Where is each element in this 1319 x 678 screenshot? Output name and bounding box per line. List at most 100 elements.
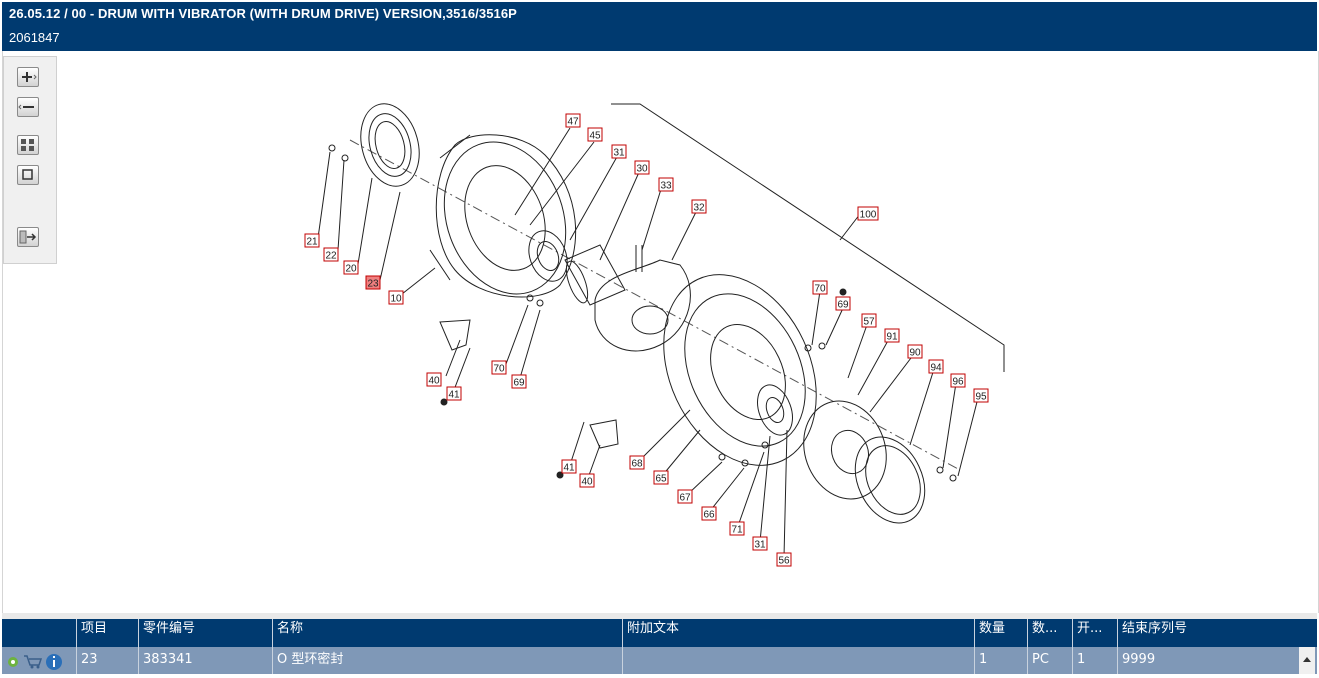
callout-56[interactable]: 56 bbox=[776, 552, 792, 567]
callout-33[interactable]: 33 bbox=[658, 177, 674, 192]
fit-all-button[interactable] bbox=[17, 135, 39, 155]
callout-41[interactable]: 41 bbox=[446, 386, 462, 401]
svg-text:95: 95 bbox=[975, 392, 987, 403]
svg-text:21: 21 bbox=[306, 237, 318, 248]
svg-text:45: 45 bbox=[589, 131, 601, 142]
drawing-viewer[interactable] bbox=[2, 51, 1319, 613]
zoom-out-button[interactable] bbox=[17, 97, 39, 117]
svg-text:68: 68 bbox=[631, 459, 643, 470]
callout-94[interactable]: 94 bbox=[928, 359, 944, 374]
callout-71[interactable]: 71 bbox=[729, 521, 745, 536]
svg-text:40: 40 bbox=[581, 477, 593, 488]
zoom-in-button[interactable] bbox=[17, 67, 39, 87]
svg-text:47: 47 bbox=[567, 117, 579, 128]
col-unit[interactable]: 数... bbox=[1027, 619, 1072, 647]
callout-66[interactable]: 66 bbox=[701, 506, 717, 521]
square-icon bbox=[22, 169, 33, 180]
svg-text:94: 94 bbox=[930, 363, 942, 374]
plus-icon bbox=[22, 72, 37, 82]
svg-text:32: 32 bbox=[693, 203, 705, 214]
svg-text:22: 22 bbox=[325, 251, 337, 262]
callout-40[interactable]: 40 bbox=[579, 473, 595, 488]
table-header: 项目 零件编号 名称 附加文本 数量 数... 开... 结束序列号 bbox=[2, 619, 1317, 647]
callout-96[interactable]: 96 bbox=[950, 373, 966, 388]
minus-icon bbox=[18, 104, 34, 110]
splitter[interactable] bbox=[2, 613, 1317, 619]
col-item[interactable]: 项目 bbox=[76, 619, 138, 647]
svg-text:69: 69 bbox=[837, 300, 849, 311]
title-bar: 26.05.12 / 00 - DRUM WITH VIBRATOR (WITH… bbox=[2, 2, 1317, 51]
svg-text:65: 65 bbox=[655, 474, 667, 485]
cell-part-number: 383341 bbox=[138, 647, 272, 674]
page-title: 26.05.12 / 00 - DRUM WITH VIBRATOR (WITH… bbox=[9, 6, 517, 21]
scroll-up-button[interactable] bbox=[1299, 647, 1315, 674]
cart-icon bbox=[24, 655, 43, 669]
callout-68[interactable]: 68 bbox=[629, 455, 645, 470]
svg-text:41: 41 bbox=[563, 463, 575, 474]
header-icons bbox=[2, 619, 76, 647]
export-button[interactable] bbox=[17, 227, 39, 247]
callout-21[interactable]: 21 bbox=[304, 233, 320, 248]
svg-text:66: 66 bbox=[703, 510, 715, 521]
callout-57[interactable]: 57 bbox=[861, 313, 877, 328]
callout-69[interactable]: 69 bbox=[835, 296, 851, 311]
callout-32[interactable]: 32 bbox=[691, 199, 707, 214]
callout-10[interactable]: 10 bbox=[388, 290, 404, 305]
callout-67[interactable]: 67 bbox=[677, 489, 693, 504]
cell-quantity: 1 bbox=[974, 647, 1027, 674]
callout-45[interactable]: 45 bbox=[587, 127, 603, 142]
svg-text:10: 10 bbox=[390, 294, 402, 305]
cell-unit: PC bbox=[1027, 647, 1072, 674]
col-start[interactable]: 开... bbox=[1072, 619, 1117, 647]
col-end-serial[interactable]: 结束序列号 bbox=[1117, 619, 1317, 647]
callout-91[interactable]: 91 bbox=[884, 328, 900, 343]
parts-table: 项目 零件编号 名称 附加文本 数量 数... 开... 结束序列号 23 38… bbox=[2, 619, 1317, 674]
cell-end-serial: 9999 bbox=[1117, 647, 1299, 674]
col-part-number[interactable]: 零件编号 bbox=[138, 619, 272, 647]
callout-40[interactable]: 40 bbox=[426, 372, 442, 387]
col-name[interactable]: 名称 bbox=[272, 619, 622, 647]
svg-text:71: 71 bbox=[731, 525, 743, 536]
callout-41[interactable]: 41 bbox=[561, 459, 577, 474]
viewer-toolbar bbox=[3, 56, 57, 264]
callout-69[interactable]: 69 bbox=[511, 374, 527, 389]
svg-text:67: 67 bbox=[679, 493, 691, 504]
svg-text:96: 96 bbox=[952, 377, 964, 388]
svg-text:41: 41 bbox=[448, 390, 460, 401]
svg-text:57: 57 bbox=[863, 317, 875, 328]
callout-65[interactable]: 65 bbox=[653, 470, 669, 485]
callout-100[interactable]: 100 bbox=[857, 206, 879, 221]
row-action-icons bbox=[8, 654, 62, 670]
svg-text:20: 20 bbox=[345, 264, 357, 275]
info-icon bbox=[46, 654, 62, 670]
callout-31[interactable]: 31 bbox=[752, 536, 768, 551]
svg-text:70: 70 bbox=[493, 364, 505, 375]
callout-23[interactable]: 23 bbox=[365, 275, 381, 290]
callout-90[interactable]: 90 bbox=[907, 344, 923, 359]
svg-text:100: 100 bbox=[860, 210, 877, 221]
row-icons bbox=[2, 647, 76, 674]
callout-30[interactable]: 30 bbox=[634, 160, 650, 175]
callout-70[interactable]: 70 bbox=[491, 360, 507, 375]
svg-text:23: 23 bbox=[367, 279, 379, 290]
svg-text:30: 30 bbox=[636, 164, 648, 175]
callout-22[interactable]: 22 bbox=[323, 247, 339, 262]
callout-31[interactable]: 31 bbox=[611, 144, 627, 159]
cell-additional-text bbox=[622, 647, 974, 674]
svg-text:31: 31 bbox=[613, 148, 625, 159]
callout-47[interactable]: 47 bbox=[565, 113, 581, 128]
svg-text:56: 56 bbox=[778, 556, 790, 567]
callout-20[interactable]: 20 bbox=[343, 260, 359, 275]
svg-text:90: 90 bbox=[909, 348, 921, 359]
callout-70[interactable]: 70 bbox=[812, 280, 828, 295]
callout-95[interactable]: 95 bbox=[973, 388, 989, 403]
svg-text:31: 31 bbox=[754, 540, 766, 551]
page-subtitle: 2061847 bbox=[9, 30, 60, 45]
col-additional-text[interactable]: 附加文本 bbox=[622, 619, 974, 647]
actual-size-button[interactable] bbox=[17, 165, 39, 185]
col-quantity[interactable]: 数量 bbox=[974, 619, 1027, 647]
svg-text:69: 69 bbox=[513, 378, 525, 389]
svg-text:33: 33 bbox=[660, 181, 672, 192]
cell-start: 1 bbox=[1072, 647, 1117, 674]
table-row[interactable]: 23 383341 O 型环密封 1 PC 1 9999 bbox=[2, 647, 1317, 674]
